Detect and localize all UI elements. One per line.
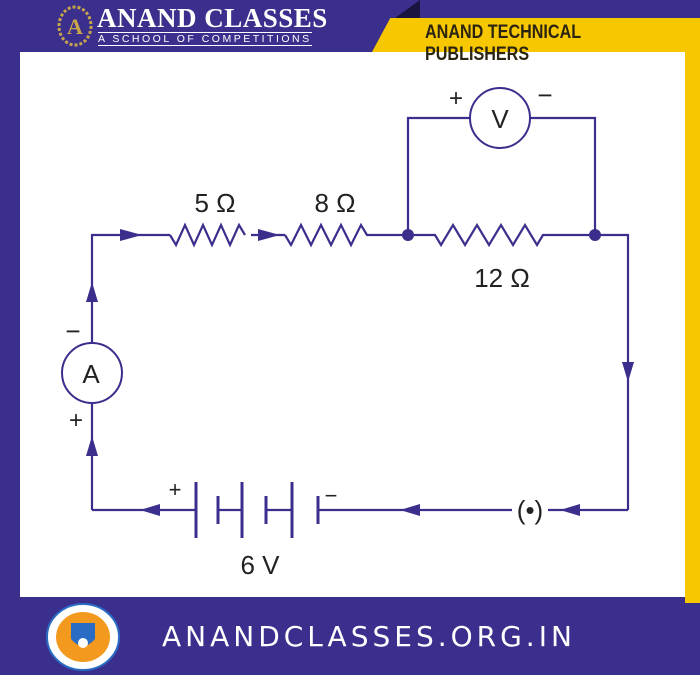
current-arrow (140, 504, 160, 516)
anand-classes-logo-icon: A (57, 5, 93, 47)
voltmeter-plus: + (449, 85, 463, 112)
banner-fold (395, 0, 420, 18)
brand-tagline: A SCHOOL OF COMPETITIONS (98, 32, 312, 46)
voltmeter-minus: − (537, 80, 552, 110)
voltmeter-circle (469, 87, 531, 149)
publisher-name: ANAND TECHNICAL PUBLISHERS (425, 22, 581, 65)
resistor-8-label: 8 Ω (314, 188, 355, 218)
resistor-8-ohm (284, 222, 408, 248)
current-arrow (120, 229, 142, 241)
voltmeter-wire (406, 116, 597, 235)
resistor-5-label: 5 Ω (194, 188, 235, 218)
left-wire (90, 233, 170, 510)
svg-text:A: A (67, 14, 83, 39)
brand-name: ANAND CLASSES (97, 3, 328, 33)
current-arrow (258, 229, 280, 241)
yellow-side-strip (685, 18, 700, 603)
publisher-banner (372, 18, 700, 52)
battery-plus: + (169, 477, 182, 502)
current-arrow (560, 504, 580, 516)
junction-dot (589, 229, 601, 241)
current-arrow (622, 362, 634, 382)
battery-cells (194, 482, 320, 538)
key-symbol: (•) (517, 495, 543, 525)
voltmeter-symbol: V (491, 104, 509, 134)
battery-minus: − (325, 483, 338, 508)
junction-dot (402, 229, 414, 241)
ammeter-plus: + (69, 407, 83, 434)
current-arrow (400, 504, 420, 516)
battery-label: 6 V (240, 550, 280, 580)
seal-logo-icon (46, 603, 120, 671)
current-arrow (86, 282, 98, 302)
ammeter-minus: − (65, 316, 80, 346)
website-url: ANANDCLASSES.ORG.IN (162, 620, 576, 653)
resistor-12-label: 12 Ω (474, 263, 530, 293)
ammeter-symbol: A (82, 359, 100, 389)
resistor-12-ohm (408, 222, 630, 510)
ammeter-circle (61, 342, 123, 404)
resistor-5-ohm (169, 222, 246, 248)
current-arrow (86, 436, 98, 456)
